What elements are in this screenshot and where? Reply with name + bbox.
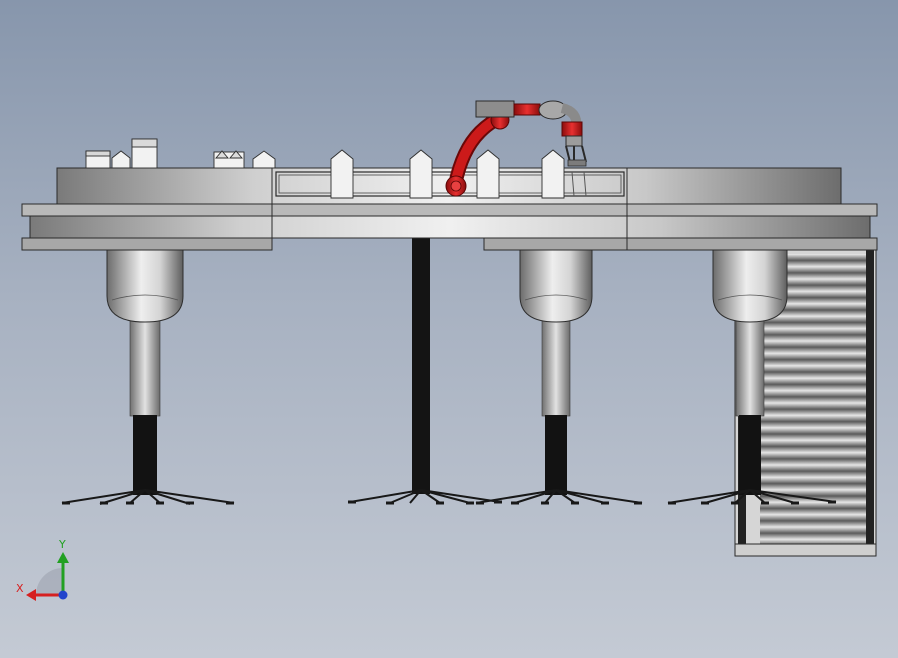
x-axis-arrow-icon — [26, 589, 36, 601]
carton-2 — [111, 150, 131, 169]
bowl-left — [106, 247, 184, 323]
robot-arm — [445, 100, 587, 197]
y-axis-arrow-icon — [57, 552, 69, 563]
carton-3 — [131, 138, 158, 169]
carton-row — [85, 138, 565, 199]
bowl-center — [519, 247, 593, 323]
carton-4 — [213, 150, 245, 169]
coordinate-triad — [26, 552, 69, 601]
support-leg-center — [348, 236, 502, 505]
support-leg-left — [61, 319, 235, 505]
support-leg-right — [667, 319, 837, 505]
carton-5 — [252, 150, 276, 169]
carton-9 — [541, 149, 565, 199]
triad-x-label: X — [16, 582, 24, 595]
bowl-right — [712, 247, 788, 323]
carton-6 — [330, 149, 354, 199]
carton-1 — [85, 150, 111, 169]
z-axis-dot-icon — [58, 590, 68, 600]
turntable-platform — [21, 167, 878, 251]
support-leg-right-center — [475, 319, 643, 505]
carton-7 — [409, 149, 433, 199]
carton-8 — [476, 149, 500, 199]
triad-y-label: Y — [59, 538, 66, 551]
